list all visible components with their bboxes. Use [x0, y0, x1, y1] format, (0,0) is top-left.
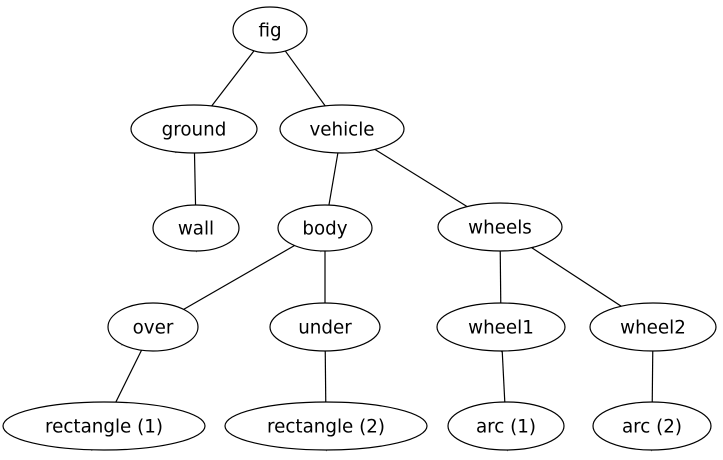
graph-node-arc2 [592, 401, 712, 451]
graph-node-vehicle [279, 104, 405, 154]
graph-node-label-over: over [133, 317, 174, 338]
graph-node-body [277, 204, 373, 252]
graph-node-label-under: under [298, 317, 352, 338]
graph-node-label-fig: fig [258, 20, 281, 41]
graph-node-label-vehicle: vehicle [309, 119, 374, 140]
graph-node-label-body: body [302, 218, 347, 239]
graph-node-wall [152, 204, 240, 252]
graph-node-label-wheel1: wheel1 [468, 317, 534, 338]
graph-node-label-wheels: wheels [468, 217, 532, 238]
graph-node-label-wall: wall [178, 218, 214, 239]
graph-node-wheel1 [436, 302, 566, 352]
graph-node-label-wheel2: wheel2 [620, 317, 686, 338]
graph-node-over [107, 302, 199, 352]
graph-node-under [269, 302, 381, 352]
graph-node-label-arc2: arc (2) [622, 416, 682, 437]
graph-node-arc1 [447, 401, 565, 451]
graph-node-rect2 [224, 401, 428, 451]
graph-node-label-rect2: rectangle (2) [267, 416, 385, 437]
graph-node-wheel2 [589, 302, 717, 352]
graph-node-label-ground: ground [162, 119, 227, 140]
graph-node-label-rect1: rectangle (1) [45, 416, 163, 437]
graph-node-ground [130, 104, 258, 154]
graph-node-label-arc1: arc (1) [476, 416, 536, 437]
graph-node-fig [232, 6, 308, 54]
graph-node-wheels [437, 202, 563, 252]
graph-node-rect1 [2, 401, 206, 451]
